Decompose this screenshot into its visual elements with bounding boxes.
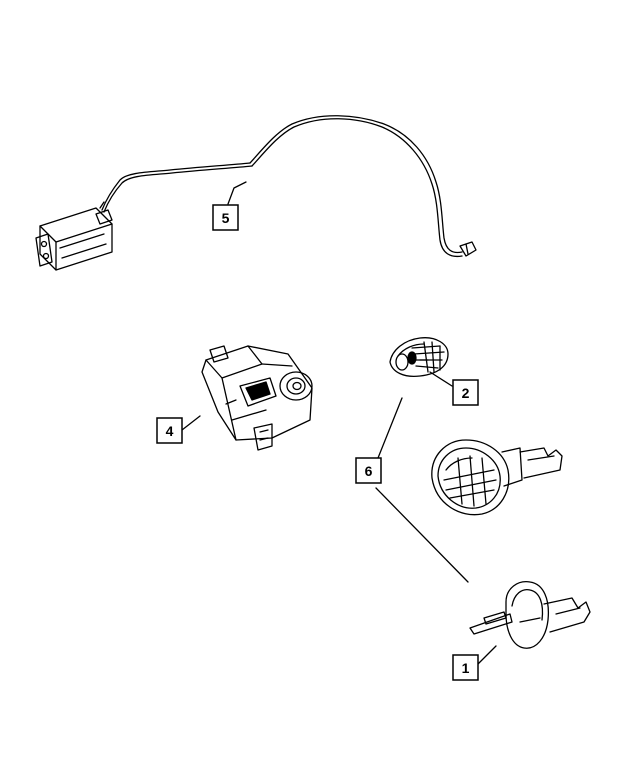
callout-1: 1 [452, 654, 479, 681]
callout-6-leaders [375, 397, 469, 583]
callout-1-label: 1 [462, 660, 470, 676]
callout-4: 4 [156, 417, 183, 444]
mechanical-key [469, 581, 591, 665]
callout-5: 5 [212, 204, 239, 231]
key-fob [389, 337, 453, 387]
callout-2-label: 2 [462, 385, 470, 401]
remote-key [431, 439, 563, 516]
callout-6: 6 [355, 457, 382, 484]
antenna-module [35, 201, 113, 271]
callout-5-label: 5 [222, 210, 230, 226]
callout-6-label: 6 [365, 463, 373, 479]
callout-4-label: 4 [166, 423, 174, 439]
antenna-cable [101, 115, 477, 258]
callout-2: 2 [452, 379, 479, 406]
ignition-switch [181, 345, 313, 451]
